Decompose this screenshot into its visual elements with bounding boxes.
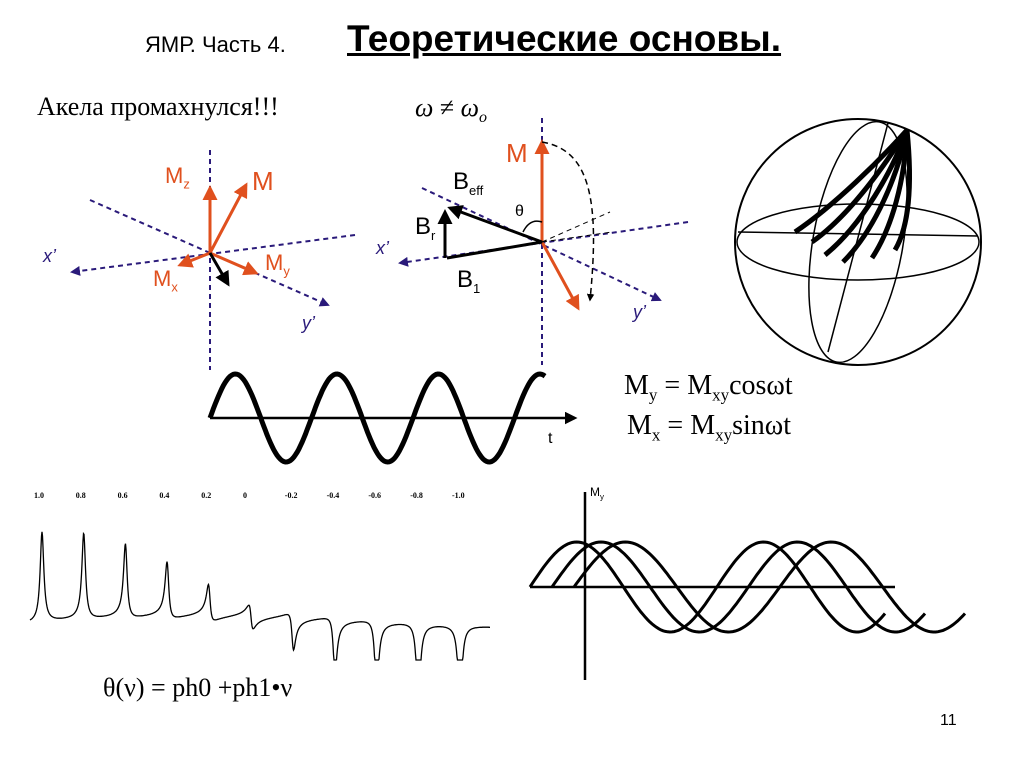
left-mz-letter: M [165, 163, 184, 188]
trajectory-5 [869, 129, 910, 260]
mid-y-axis [421, 187, 662, 302]
mid-vector-diagram [398, 118, 689, 365]
b1-letter: B [457, 266, 474, 293]
beff-extension [541, 211, 611, 243]
left-mx-vector [177, 251, 211, 268]
theta-label: θ [515, 203, 524, 220]
left-mz-label: Mz [165, 163, 190, 191]
time-wave [207, 371, 578, 465]
spectrum-label: 0.6 [117, 491, 128, 500]
left-x-axis-label: x’ [43, 246, 56, 266]
sphere-outline [734, 118, 982, 366]
mid-y-axis-label: y’ [633, 302, 646, 322]
br-letter: B [415, 213, 432, 240]
left-x-axis [70, 234, 356, 276]
beff-sub: eff [469, 182, 484, 198]
precession-path [541, 141, 595, 302]
left-y-axis-label: y’ [302, 313, 315, 333]
left-my-label: My [265, 250, 290, 278]
mid-x-axis [398, 221, 689, 267]
spectrum-trace [29, 531, 490, 661]
eq1-eq: = M [657, 370, 713, 401]
sphere-axis-h [737, 231, 979, 237]
spectrum-label: 0.2 [201, 491, 212, 500]
left-vector-diagram [70, 150, 356, 370]
left-mx-sub: x [171, 279, 178, 295]
spectrum-label: 0.8 [75, 491, 86, 500]
sphere-equator [736, 203, 980, 281]
time-label: t [548, 430, 553, 447]
eq2-eq: = M [660, 410, 716, 441]
omega-zero-subscript: o [479, 109, 487, 127]
equation-mx: Mx = Mxysinωt [627, 410, 791, 446]
left-mx-label: Mx [153, 266, 178, 294]
not-equal-sign: ≠ [439, 93, 455, 122]
spectrum-label: -0.6 [368, 491, 382, 500]
mid-x-axis-label: x’ [376, 238, 389, 258]
bloch-sphere [734, 118, 982, 366]
beff-vector [447, 205, 543, 244]
phase-formula: θ(ν) = ph0 +ph1•ν [103, 673, 293, 702]
beff-letter: B [453, 168, 470, 195]
omega-symbol: ω [415, 93, 434, 122]
page-title: Теоретические основы. [347, 18, 782, 59]
left-m-vector [208, 182, 248, 254]
eq1-lhs: M [624, 370, 649, 401]
b1-sub: 1 [473, 280, 481, 296]
br-sub: r [431, 227, 436, 243]
omega-relation: ω ≠ ωo [415, 93, 487, 127]
phase-plot-y-label: My [590, 485, 604, 501]
phased-spectrum [29, 531, 490, 661]
mid-m-label: M [506, 138, 528, 168]
b1-label: B1 [457, 266, 480, 296]
theta-arc [522, 220, 543, 233]
mid-m-rotated-vector [540, 241, 580, 311]
left-mz-sub: z [183, 176, 190, 192]
left-my-sub: y [283, 263, 290, 279]
spectrum-label: -1.0 [452, 491, 465, 500]
beff-label: Beff [453, 168, 483, 198]
sine-curve [207, 371, 547, 465]
eq2-rhs: sinωt [732, 410, 791, 441]
sphere-meridian [808, 120, 908, 364]
trajectory-1 [793, 128, 909, 235]
trajectory-2 [810, 128, 910, 245]
spectrum-label: 0 [243, 491, 247, 500]
eq1-lhs-sub: y [648, 385, 658, 405]
page-number: 11 [940, 712, 957, 729]
left-my-vector [209, 251, 259, 276]
phase-plot-y-letter: M [590, 485, 600, 499]
header-prefix: ЯМР. Часть 4. [145, 32, 286, 57]
eq2-rhs-sub: xy [715, 425, 733, 445]
left-mx-letter: M [153, 266, 172, 291]
eq2-lhs: M [627, 410, 652, 441]
left-m-label: M [252, 166, 274, 196]
left-my-letter: M [265, 250, 284, 275]
omega-zero-symbol: ω [460, 93, 479, 122]
eq1-rhs-sub: xy [712, 385, 730, 405]
spectrum-label: -0.2 [284, 491, 298, 500]
spectrum-label: -0.4 [326, 491, 340, 500]
phase-plot-y-sub: y [600, 492, 604, 502]
left-black-vector [208, 252, 230, 287]
spectrum-label: -0.8 [410, 491, 423, 500]
b1-vector [446, 240, 543, 260]
spectrum-label: 0.4 [159, 491, 170, 500]
eq1-rhs: cosωt [729, 370, 793, 401]
trajectory-4 [841, 129, 910, 264]
spectrum-label: 1.0 [34, 491, 44, 500]
subtitle: Акела промахнулся!!! [37, 92, 279, 121]
phase-shift-plot [528, 492, 967, 680]
cone-line [541, 231, 613, 243]
br-label: Br [415, 213, 435, 243]
trajectory-6 [892, 129, 912, 252]
eq2-lhs-sub: x [651, 425, 661, 445]
phase-curve-3 [572, 540, 967, 634]
equation-my: My = Mxycosωt [624, 370, 793, 406]
